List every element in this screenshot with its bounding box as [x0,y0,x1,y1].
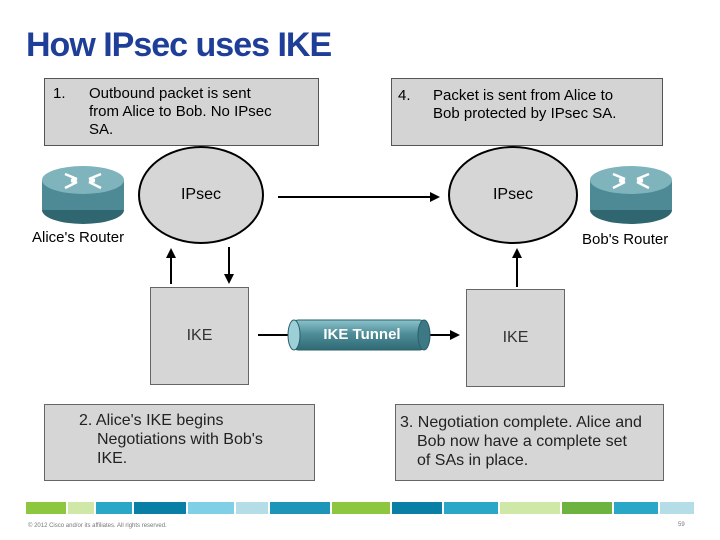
ipsec-node-right: IPsec [448,146,578,244]
tunnel-label: IKE Tunnel [323,326,401,343]
step2-box: 2. Alice's IKE begins Negotiations with … [44,404,315,481]
ipsec-label: IPsec [492,186,533,203]
step1-line: Outbound packet is sent [89,85,251,102]
ike-label: IKE [502,329,529,346]
step1-box: 1. Outbound packet is sent from Alice to… [44,78,319,146]
page-number: 59 [678,522,685,528]
router-label-bob: Bob's Router [582,231,669,248]
step3-line: of SAs in place. [417,452,529,469]
step4-line: Packet is sent from Alice to [433,87,614,104]
page-title: How IPsec uses IKE [26,26,332,64]
router-icon [42,166,124,224]
step4-line: Bob protected by IPsec SA. [433,105,617,122]
ipsec-node-left: IPsec [138,146,264,244]
router-label-alice: Alice's Router [32,229,125,246]
step2-line: IKE. [97,450,128,467]
step1-number: 1. [53,85,66,102]
step2-line: Negotiations with Bob's [97,431,263,448]
ike-label: IKE [186,327,213,344]
step4-box: 4. Packet is sent from Alice to Bob prot… [391,78,663,146]
step4-text: Packet is sent from Alice to Bob protect… [433,87,616,123]
ike-box-left: IKE [150,287,249,385]
ike-box-right: IKE [466,289,565,387]
step1-text: Outbound packet is sent from Alice to Bo… [89,85,272,139]
step2-line: 2. Alice's IKE begins [79,412,224,429]
ipsec-label: IPsec [180,186,221,203]
copyright-footer: © 2012 Cisco and/or its affiliates. All … [28,523,167,529]
router-icon [590,166,672,224]
step4-number: 4. [398,87,411,104]
step1-line: from Alice to Bob. No IPsec [89,103,272,120]
step3-box: 3. Negotiation complete. Alice and Bob n… [395,404,664,481]
ike-tunnel [258,319,460,351]
step1-line: SA. [89,121,114,138]
step3-line: Bob now have a complete set [417,433,627,450]
step3-line: 3. Negotiation complete. Alice and [400,414,642,431]
